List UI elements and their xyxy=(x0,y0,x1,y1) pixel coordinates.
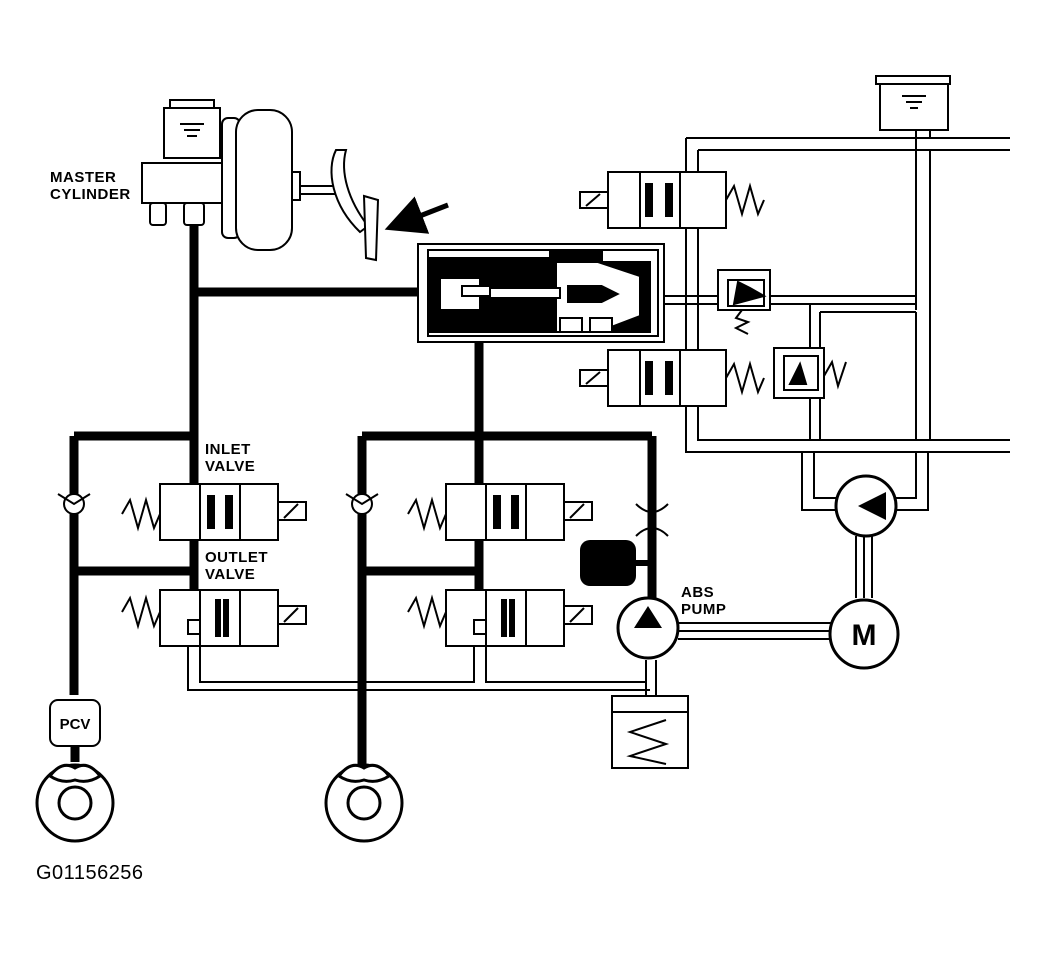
orifice-restrictor xyxy=(635,503,669,537)
solenoid-valve-lower xyxy=(579,349,765,407)
pedal-force-arrow xyxy=(384,196,449,234)
isolation-valve-unit xyxy=(417,243,665,343)
low-pressure-accumulator xyxy=(611,695,689,769)
solenoid-valve-upper xyxy=(579,171,765,229)
relief-valve-2 xyxy=(773,347,847,399)
inlet-valve-label-line2: VALVE xyxy=(205,458,256,475)
reservoir-right xyxy=(875,75,951,131)
outlet-valve-label-line1: OUTLET xyxy=(205,549,268,566)
inlet-valve-left xyxy=(121,483,307,541)
brake-pedal xyxy=(330,149,380,262)
inlet-valve-label-line1: INLET xyxy=(205,441,251,458)
figure-id: G01156256 xyxy=(36,862,144,884)
inlet-valve-right xyxy=(407,483,593,541)
abs-pump-label-line2: PUMP xyxy=(681,601,727,618)
return-pump xyxy=(834,474,898,538)
master-cylinder-label-line2: CYLINDER xyxy=(50,186,131,203)
outlet-valve-right xyxy=(407,589,593,647)
pcv-valve: PCV xyxy=(49,699,101,747)
abs-pump xyxy=(616,596,680,660)
outlet-ports xyxy=(187,619,487,635)
master-cylinder-label-line1: MASTER xyxy=(50,169,117,186)
return-lines xyxy=(187,130,1010,698)
wheel-brake-left xyxy=(35,763,115,843)
abs-pump-label-line1: ABS xyxy=(681,584,715,601)
pcv-label: PCV xyxy=(60,716,91,733)
check-valve-left xyxy=(57,493,91,515)
brake-booster xyxy=(221,109,336,251)
check-valve-right xyxy=(345,493,379,515)
damper-chamber xyxy=(580,540,636,586)
motor-label: M xyxy=(852,619,877,652)
pump-motor: M xyxy=(828,598,900,670)
master-cylinder-reservoir xyxy=(163,99,221,159)
brake-pressure-lines xyxy=(69,225,657,768)
outlet-valve-label-line2: VALVE xyxy=(205,566,256,583)
relief-valve-1 xyxy=(717,269,771,335)
outlet-valve-left xyxy=(121,589,307,647)
wheel-brake-right xyxy=(324,763,404,843)
